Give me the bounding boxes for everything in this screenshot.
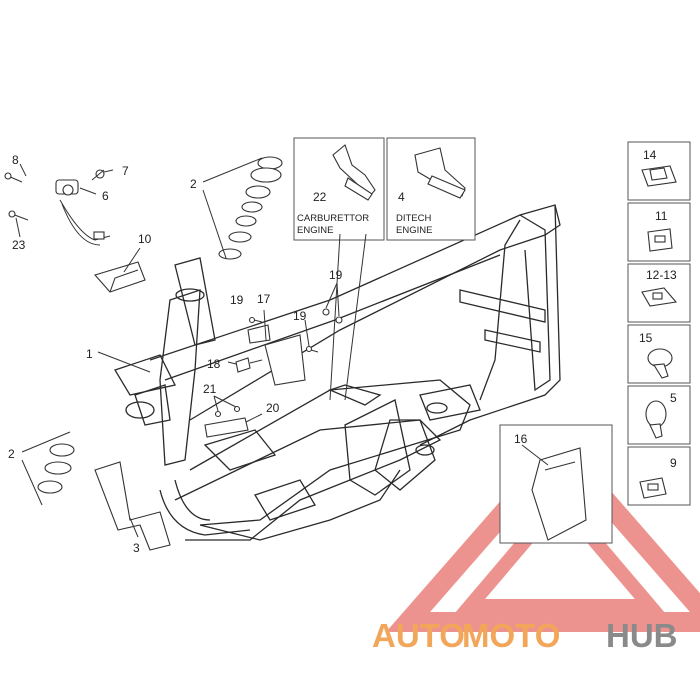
callout-22: 22 [313, 190, 327, 204]
callout-7: 7 [122, 164, 129, 178]
screw-23 [8, 210, 29, 221]
carburettor-caption-line1: CARBURETTOR [297, 213, 369, 224]
callout-2-bottom: 2 [8, 447, 15, 461]
inset-captions: CARBURETTOR ENGINE DITECH ENGINE [297, 213, 432, 236]
bracket-20 [204, 417, 249, 438]
watermark-text: AUTO MOTO HUB [372, 617, 678, 654]
bracket-17 [247, 324, 306, 386]
bearing-stack-bottom [37, 443, 75, 494]
bracket-10 [94, 261, 146, 293]
bearing-stack-top [218, 156, 283, 260]
bolt-18 [235, 357, 263, 373]
leader-lines [15, 157, 549, 538]
callout-18: 18 [207, 357, 221, 371]
inset-carburettor [293, 137, 385, 241]
inset-ditech [386, 137, 476, 241]
part-box-11 [627, 202, 691, 262]
callout-14: 14 [643, 148, 657, 162]
callout-19-left: 19 [230, 293, 244, 307]
screw-19-a [248, 316, 263, 324]
callout-16: 16 [514, 432, 528, 446]
callout-8: 8 [12, 153, 19, 167]
screws-21 [214, 405, 241, 418]
callout-4: 4 [398, 190, 405, 204]
callout-3: 3 [133, 541, 140, 555]
callout-21: 21 [203, 382, 217, 396]
callout-1: 1 [86, 347, 93, 361]
callout-12-13: 12-13 [646, 268, 677, 282]
callout-9: 9 [670, 456, 677, 470]
callout-5: 5 [670, 391, 677, 405]
watermark-hub: HUB [606, 617, 678, 654]
part-box-5 [627, 385, 691, 445]
callout-23: 23 [12, 238, 26, 252]
part-box-14 [627, 141, 691, 201]
scooter-frame [114, 204, 561, 541]
carburettor-caption-line2: ENGINE [297, 225, 333, 236]
watermark-moto: MOTO [462, 617, 560, 654]
callout-10: 10 [138, 232, 152, 246]
part-box-12-13 [627, 263, 691, 323]
ditech-caption-line1: DITECH [396, 213, 432, 224]
watermark-logo [385, 432, 700, 632]
screw-19-b [305, 345, 319, 353]
callout-17: 17 [257, 292, 271, 306]
callout-2-top: 2 [190, 177, 197, 191]
watermark-auto: AUTO [372, 617, 465, 654]
screw-8 [4, 172, 23, 183]
key [91, 169, 105, 181]
ignition-switch [55, 179, 111, 246]
part-box-9 [627, 446, 691, 506]
callout-19-right: 19 [329, 268, 343, 282]
callout-labels: 8 7 6 23 10 2 1 2 3 19 17 18 19 19 21 20… [8, 148, 677, 555]
callout-6: 6 [102, 189, 109, 203]
callout-19-mid: 19 [293, 309, 307, 323]
callout-11: 11 [655, 209, 668, 223]
callout-20: 20 [266, 401, 280, 415]
ditech-caption-line2: ENGINE [396, 225, 432, 236]
callout-15: 15 [639, 331, 653, 345]
screw-19-c [322, 308, 343, 324]
part-box-16 [499, 424, 613, 544]
bracket-3 [94, 461, 171, 551]
part-box-15 [627, 324, 691, 384]
